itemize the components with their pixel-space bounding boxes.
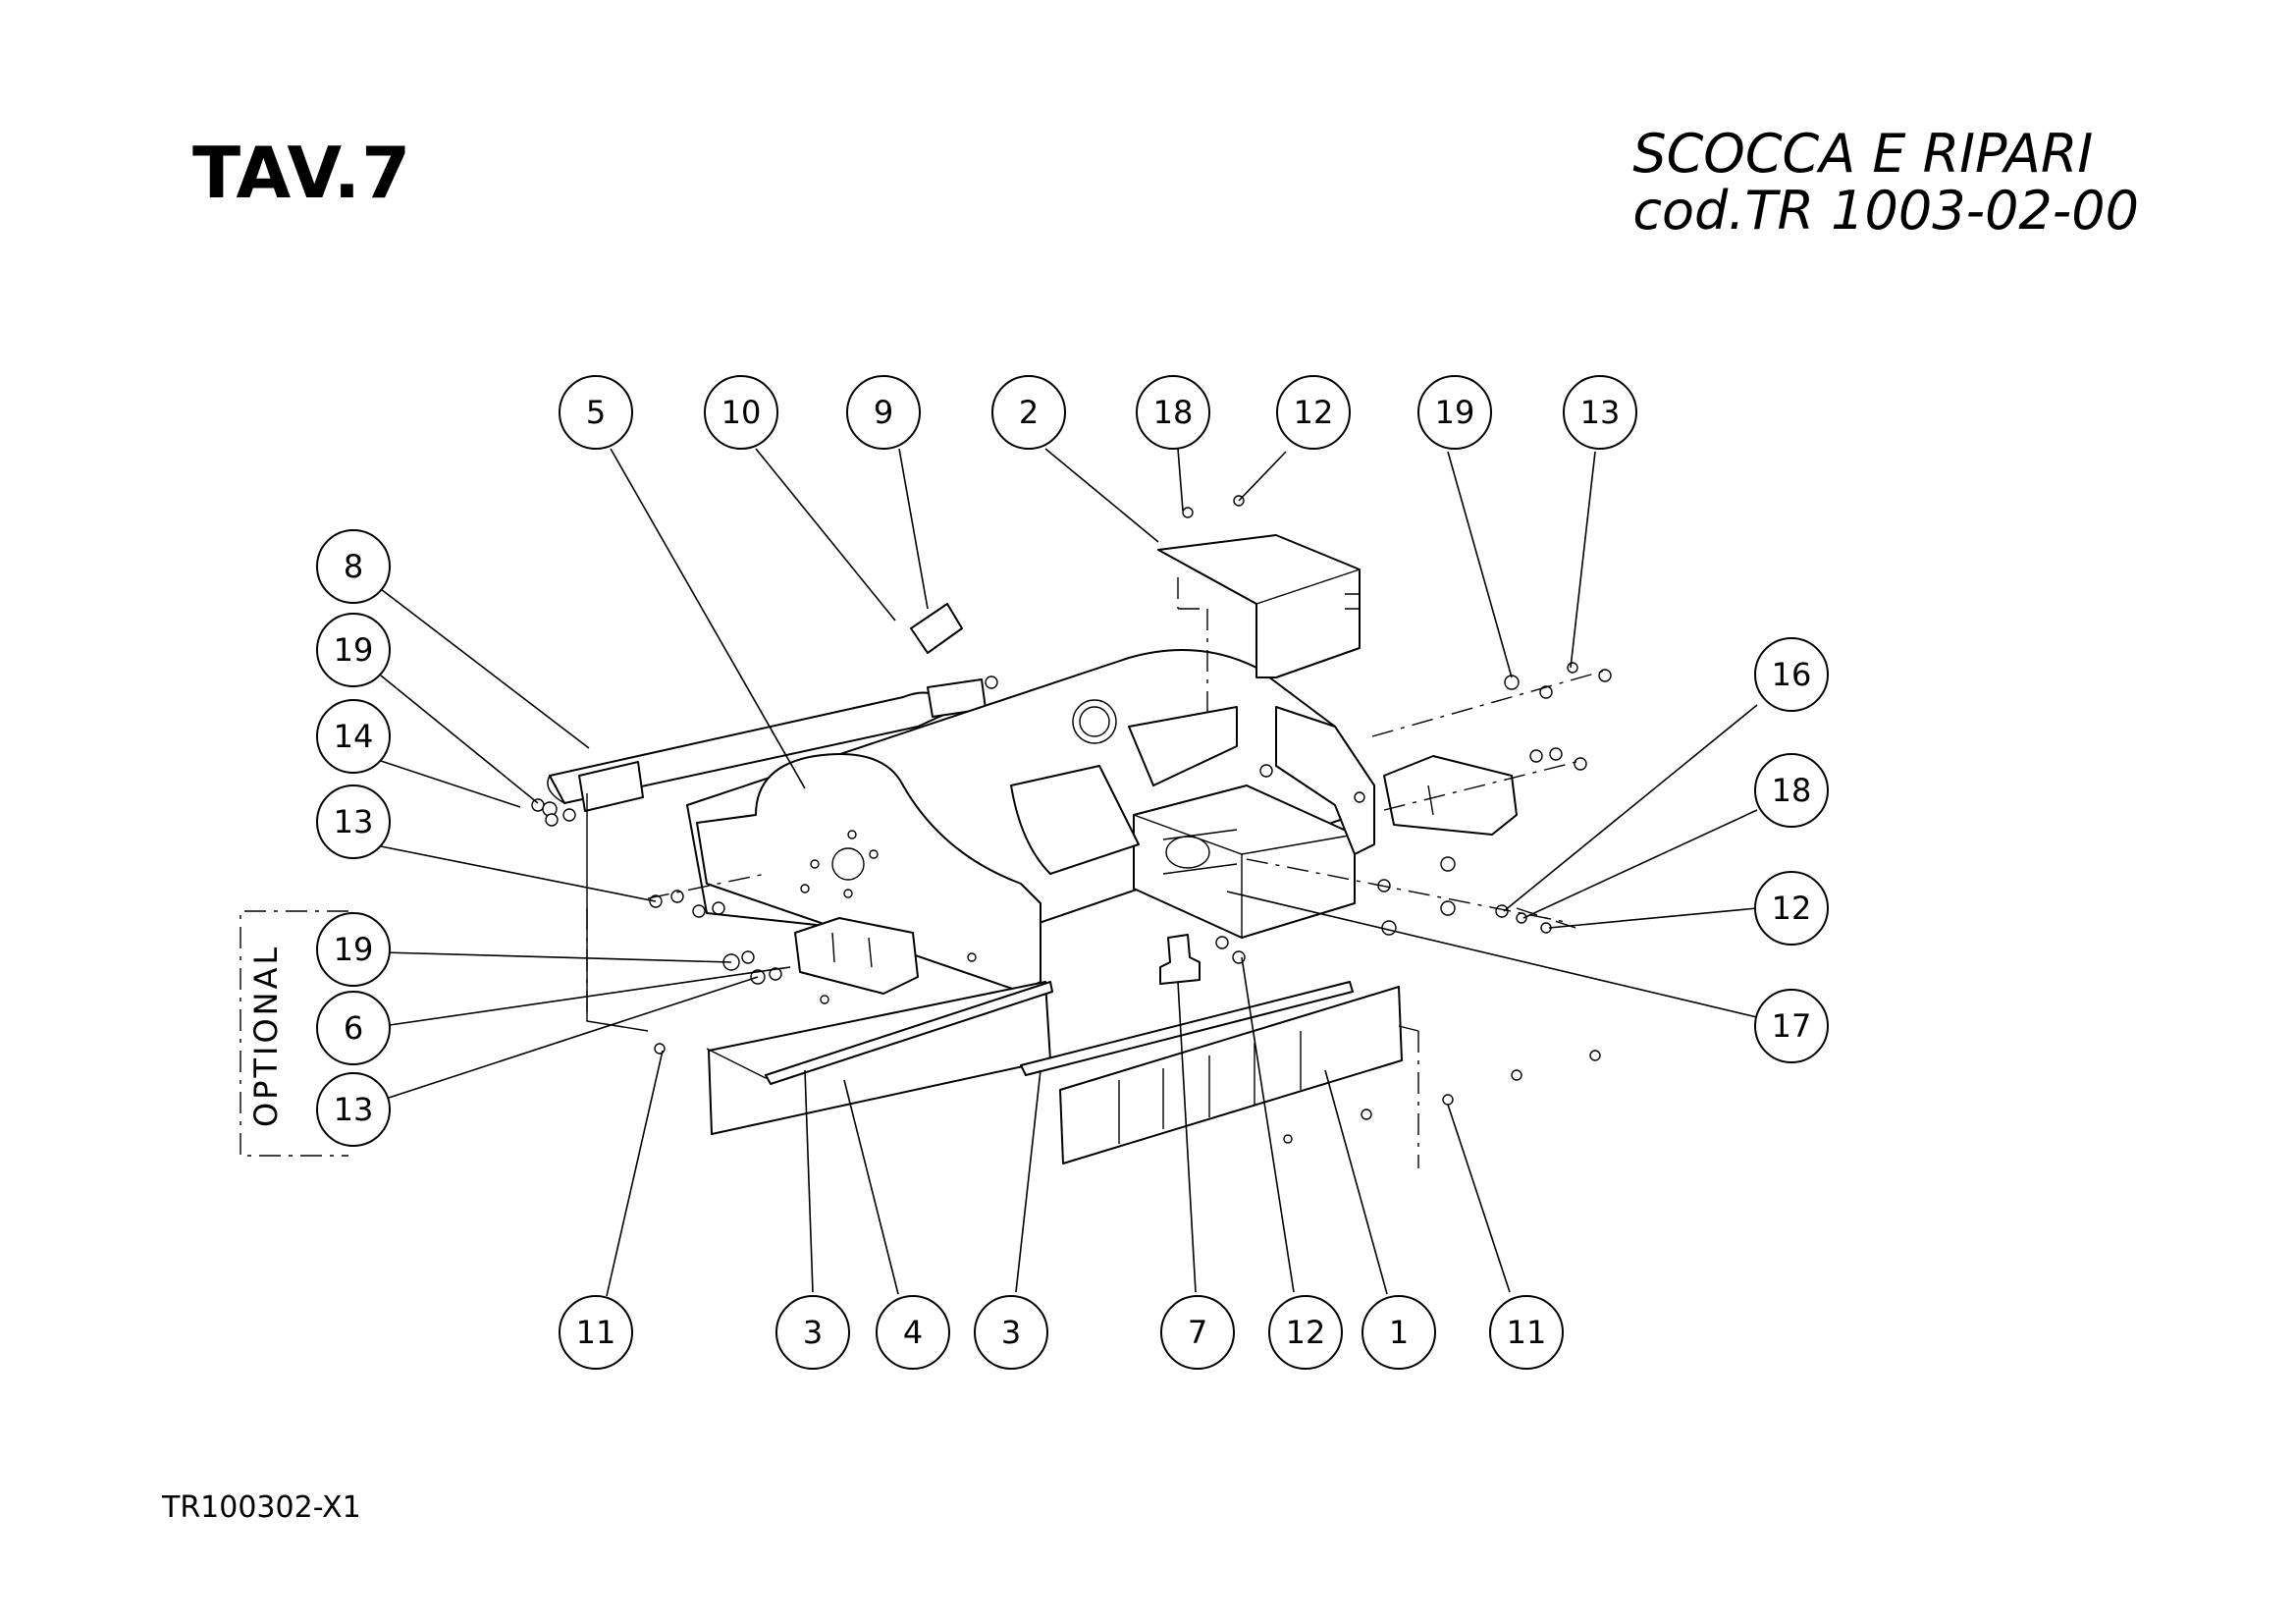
sheet-title: TAV.7 <box>192 132 412 214</box>
leader-lines <box>380 448 1758 1297</box>
balloon-left-13: 13 <box>316 784 391 859</box>
part-gearbox-frame <box>1133 784 1356 939</box>
svg-text:4: 4 <box>903 1314 923 1351</box>
svg-text:10: 10 <box>721 394 762 431</box>
svg-text:1: 1 <box>1389 1314 1409 1351</box>
caption-line-1: SCOCCA E RIPARI <box>1632 123 2094 185</box>
balloon-top-5: 5 <box>559 375 633 450</box>
svg-text:14: 14 <box>334 718 374 755</box>
balloon-right-17: 17 <box>1754 989 1829 1063</box>
balloon-bot-11a: 11 <box>559 1295 633 1370</box>
balloon-top-9: 9 <box>846 375 921 450</box>
svg-text:5: 5 <box>586 394 606 431</box>
balloon-bot-3b: 3 <box>974 1295 1048 1370</box>
svg-text:3: 3 <box>1001 1314 1021 1351</box>
part-right-guard <box>1059 986 1403 1164</box>
svg-text:13: 13 <box>334 1091 374 1128</box>
part-handle-bracket <box>578 761 644 812</box>
svg-text:6: 6 <box>344 1009 363 1047</box>
svg-text:2: 2 <box>1019 394 1039 431</box>
balloon-right-16: 16 <box>1754 637 1829 712</box>
part-balloons: 5 10 9 2 18 12 19 13 8 19 14 13 19 6 13 … <box>316 375 1829 1370</box>
part-right-end-plate <box>1275 706 1375 855</box>
svg-text:12: 12 <box>1286 1314 1326 1351</box>
svg-text:3: 3 <box>803 1314 823 1351</box>
balloon-left-8: 8 <box>316 529 391 604</box>
assembly-parts <box>531 495 1612 1168</box>
balloon-bot-3a: 3 <box>775 1295 850 1370</box>
svg-text:19: 19 <box>334 931 374 968</box>
fasteners <box>531 495 1612 1144</box>
drawing-code: TR100302-X1 <box>162 1490 361 1525</box>
svg-text:18: 18 <box>1772 772 1812 809</box>
balloon-bot-7: 7 <box>1160 1295 1235 1370</box>
svg-text:13: 13 <box>1580 394 1621 431</box>
sheet-caption: SCOCCA E RIPARI cod.TR 1003-02-00 <box>1632 126 2139 240</box>
balloon-right-12: 12 <box>1754 871 1829 946</box>
part-inspection-plate <box>910 603 963 654</box>
balloon-top-18: 18 <box>1136 375 1210 450</box>
svg-text:17: 17 <box>1772 1007 1812 1045</box>
caption-line-2: cod.TR 1003-02-00 <box>1632 180 2139 242</box>
balloon-top-10: 10 <box>704 375 778 450</box>
svg-text:11: 11 <box>1507 1314 1547 1351</box>
svg-text:13: 13 <box>334 803 374 840</box>
optional-bracket <box>240 910 348 1157</box>
part-central-hood <box>1010 765 1140 875</box>
svg-text:7: 7 <box>1188 1314 1207 1351</box>
svg-text:18: 18 <box>1153 394 1194 431</box>
part-optional-bracket <box>794 917 919 995</box>
balloon-bot-11b: 11 <box>1489 1295 1564 1370</box>
balloon-top-19: 19 <box>1417 375 1492 450</box>
part-side-shield <box>696 753 1041 993</box>
balloon-top-13: 13 <box>1563 375 1637 450</box>
svg-text:9: 9 <box>874 394 893 431</box>
balloon-bot-4: 4 <box>876 1295 950 1370</box>
part-right-bracket <box>1383 755 1518 836</box>
balloon-left-14: 14 <box>316 699 391 774</box>
svg-text:16: 16 <box>1772 656 1812 693</box>
balloon-bot-12: 12 <box>1268 1295 1343 1370</box>
balloon-left-19: 19 <box>316 613 391 687</box>
svg-text:19: 19 <box>334 631 374 669</box>
svg-text:11: 11 <box>576 1314 616 1351</box>
balloon-right-18: 18 <box>1754 753 1829 828</box>
part-support-bracket <box>1159 934 1201 985</box>
svg-text:12: 12 <box>1772 890 1812 927</box>
svg-text:12: 12 <box>1294 394 1334 431</box>
balloon-top-12: 12 <box>1276 375 1351 450</box>
balloon-bot-1: 1 <box>1362 1295 1436 1370</box>
balloon-top-2: 2 <box>991 375 1066 450</box>
balloon-opt-6: 6 <box>316 991 391 1065</box>
balloon-opt-13: 13 <box>316 1072 391 1147</box>
balloon-opt-19: 19 <box>316 912 391 987</box>
part-top-cover <box>1157 534 1361 678</box>
svg-text:19: 19 <box>1435 394 1475 431</box>
svg-text:8: 8 <box>344 548 363 585</box>
